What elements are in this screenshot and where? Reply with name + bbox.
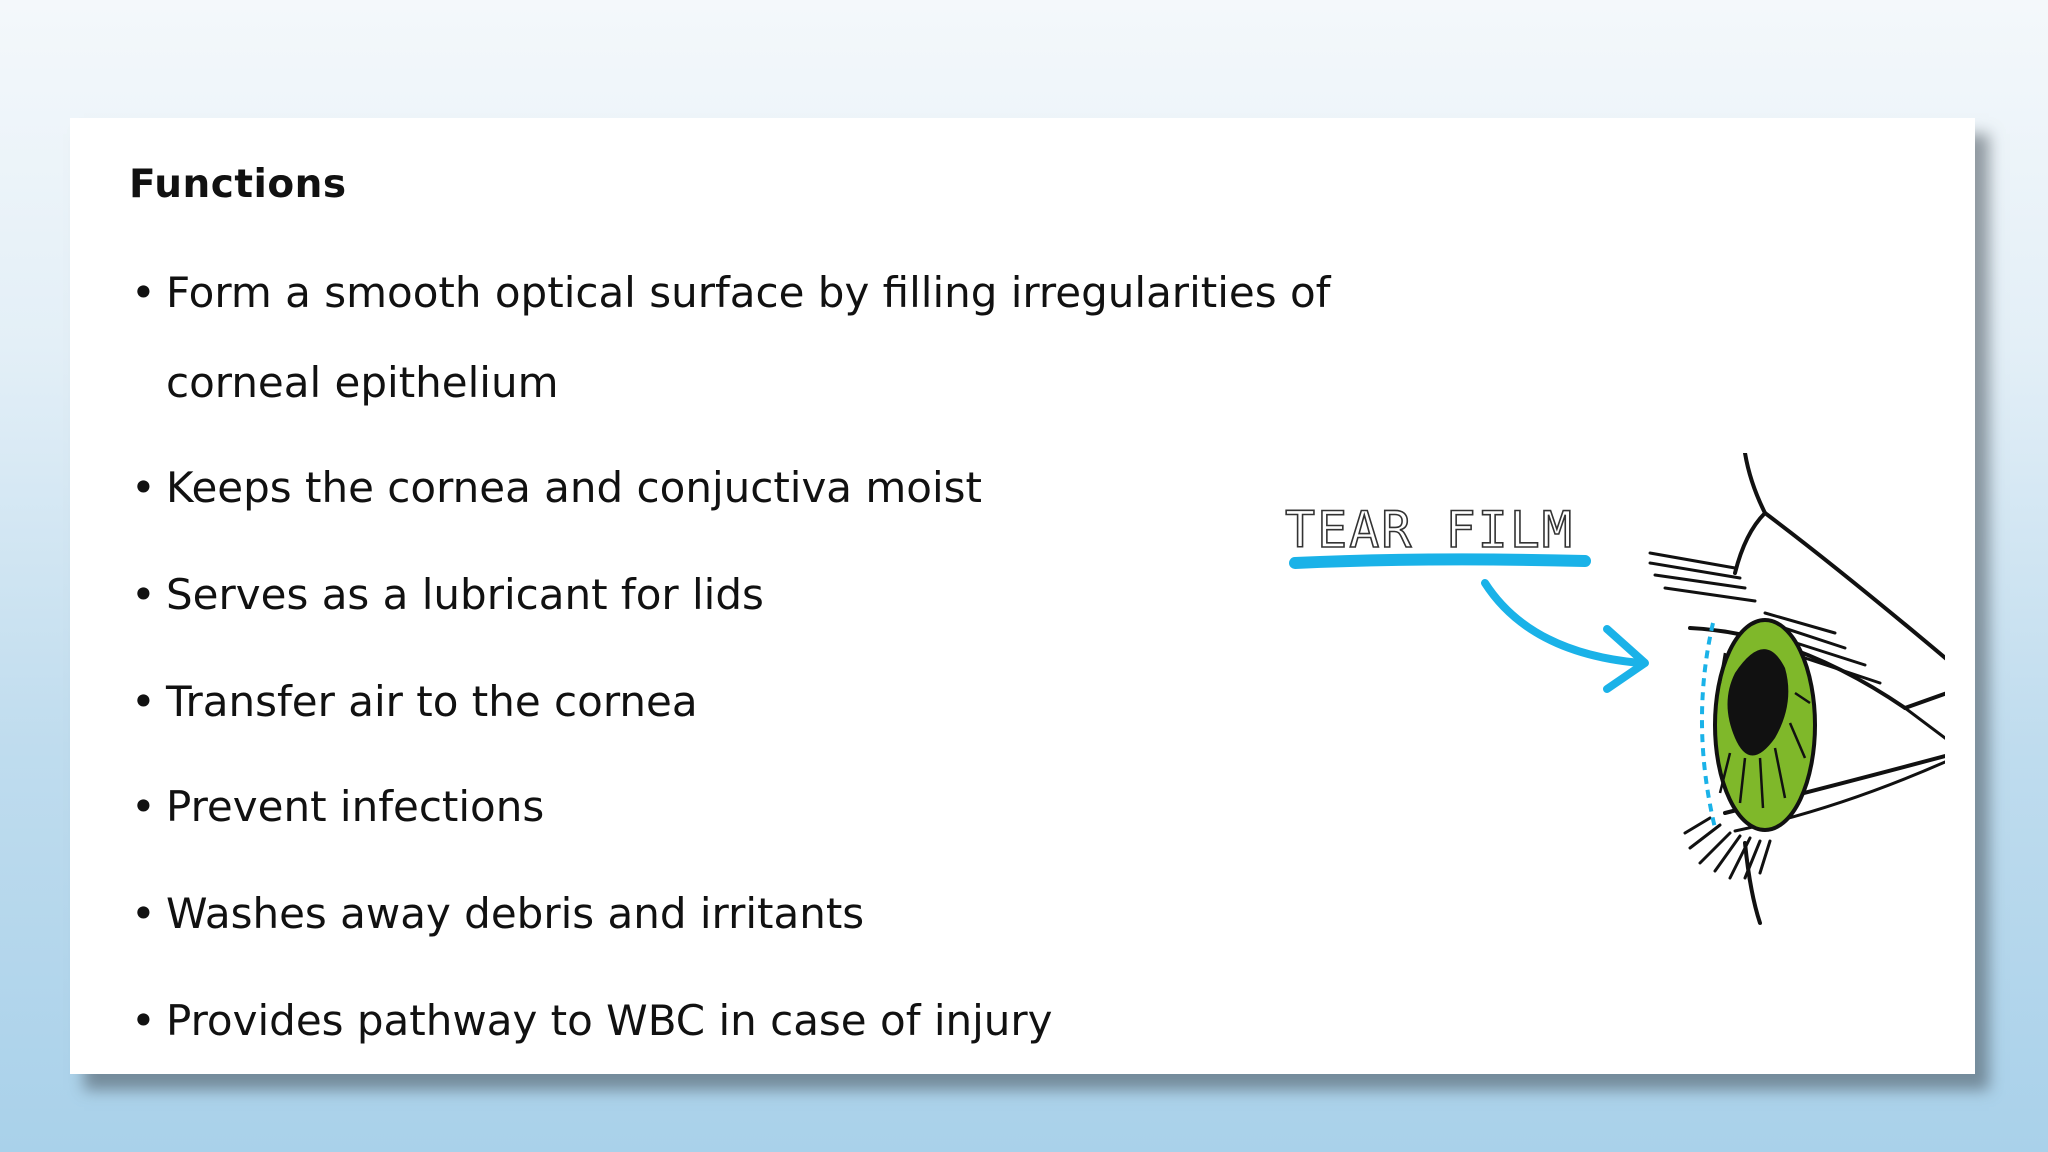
bullet-text: Transfer air to the cornea — [166, 677, 698, 726]
bullet-text: Washes away debris and irritants — [166, 889, 865, 938]
bullet-dot: • — [131, 463, 156, 512]
bullet-dot: • — [131, 677, 156, 726]
bullet-dot: • — [131, 268, 156, 317]
bullet-dot: • — [131, 996, 156, 1045]
eye-illustration: TEAR FILM — [1284, 453, 1945, 925]
label-underline — [1289, 553, 1591, 569]
bullet-text: Serves as a lubricant for lids — [166, 570, 764, 619]
slide: Functions • Form a smooth optical surfac… — [70, 118, 1975, 1074]
bullet-text: Provides pathway to WBC in case of injur… — [166, 996, 1053, 1045]
arrow-icon — [1481, 579, 1644, 667]
bullet-dot: • — [131, 889, 156, 938]
bullet-text: Keeps the cornea and conjuctiva moist — [166, 463, 983, 512]
arrowhead-icon — [1603, 625, 1649, 693]
bullet-text: Form a smooth optical surface by filling… — [166, 268, 1331, 317]
bullet-text: Prevent infections — [166, 782, 545, 831]
bullet-text-continued: corneal epithelium — [166, 358, 559, 407]
bullet-dot: • — [131, 570, 156, 619]
iris-detail — [1718, 652, 1811, 809]
tear-film-layer — [1699, 622, 1717, 829]
tear-film-label: TEAR FILM — [1285, 501, 1574, 559]
pupil-icon — [1727, 649, 1789, 756]
bullet-dot: • — [131, 782, 156, 831]
slide-title: Functions — [129, 162, 347, 207]
